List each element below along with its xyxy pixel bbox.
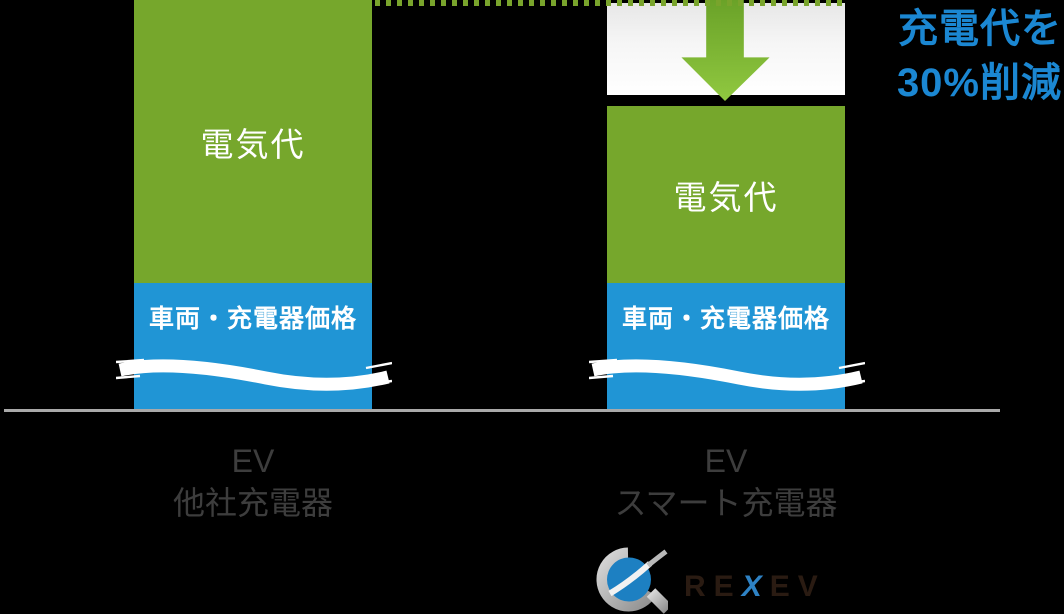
vehicle-price-segment-left: 車両・充電器価格 <box>134 283 372 409</box>
baseline-axis <box>4 409 1000 412</box>
rexev-logo-mark-icon <box>596 547 668 614</box>
electricity-segment-right: 電気代 <box>607 106 845 283</box>
vehicle-price-label-right: 車両・充電器価格 <box>621 305 830 333</box>
vehicle-price-label-left: 車両・充電器価格 <box>148 305 357 333</box>
rexev-logo-text-ev: EV <box>769 569 826 603</box>
rexev-logo-text-x: X <box>741 569 770 603</box>
category-left-line1: EV <box>231 443 275 479</box>
rexev-logo-text: REXEV <box>684 570 826 604</box>
electricity-label-right: 電気代 <box>673 178 779 216</box>
electricity-segment-left: 電気代 <box>134 0 372 283</box>
savings-headline: 充電代を 30%削減 <box>847 2 1062 110</box>
category-left-line2: 他社充電器 <box>172 485 333 522</box>
electricity-label-left: 電気代 <box>200 125 306 163</box>
category-right-line2: スマート充電器 <box>614 485 838 522</box>
category-label-smart-charger: EV スマート充電器 <box>576 440 876 524</box>
category-right-line1: EV <box>704 443 748 479</box>
bar-ev-smart-charger: 電気代 車両・充電器価格 <box>607 0 845 409</box>
bar-ev-other-charger: 電気代 車両・充電器価格 <box>134 0 372 409</box>
category-label-other-charger: EV 他社充電器 <box>103 440 403 524</box>
axis-break-wave-right-icon <box>589 358 865 391</box>
down-arrow-icon <box>681 0 770 101</box>
rexev-logo-text-re: RE <box>684 569 742 603</box>
savings-headline-line1: 充電代を <box>898 7 1062 51</box>
rexev-logo: REXEV <box>592 545 826 614</box>
axis-break-wave-left-icon <box>116 358 392 391</box>
savings-headline-line2: 30%削減 <box>896 61 1062 105</box>
reference-dotted-line <box>375 0 847 6</box>
